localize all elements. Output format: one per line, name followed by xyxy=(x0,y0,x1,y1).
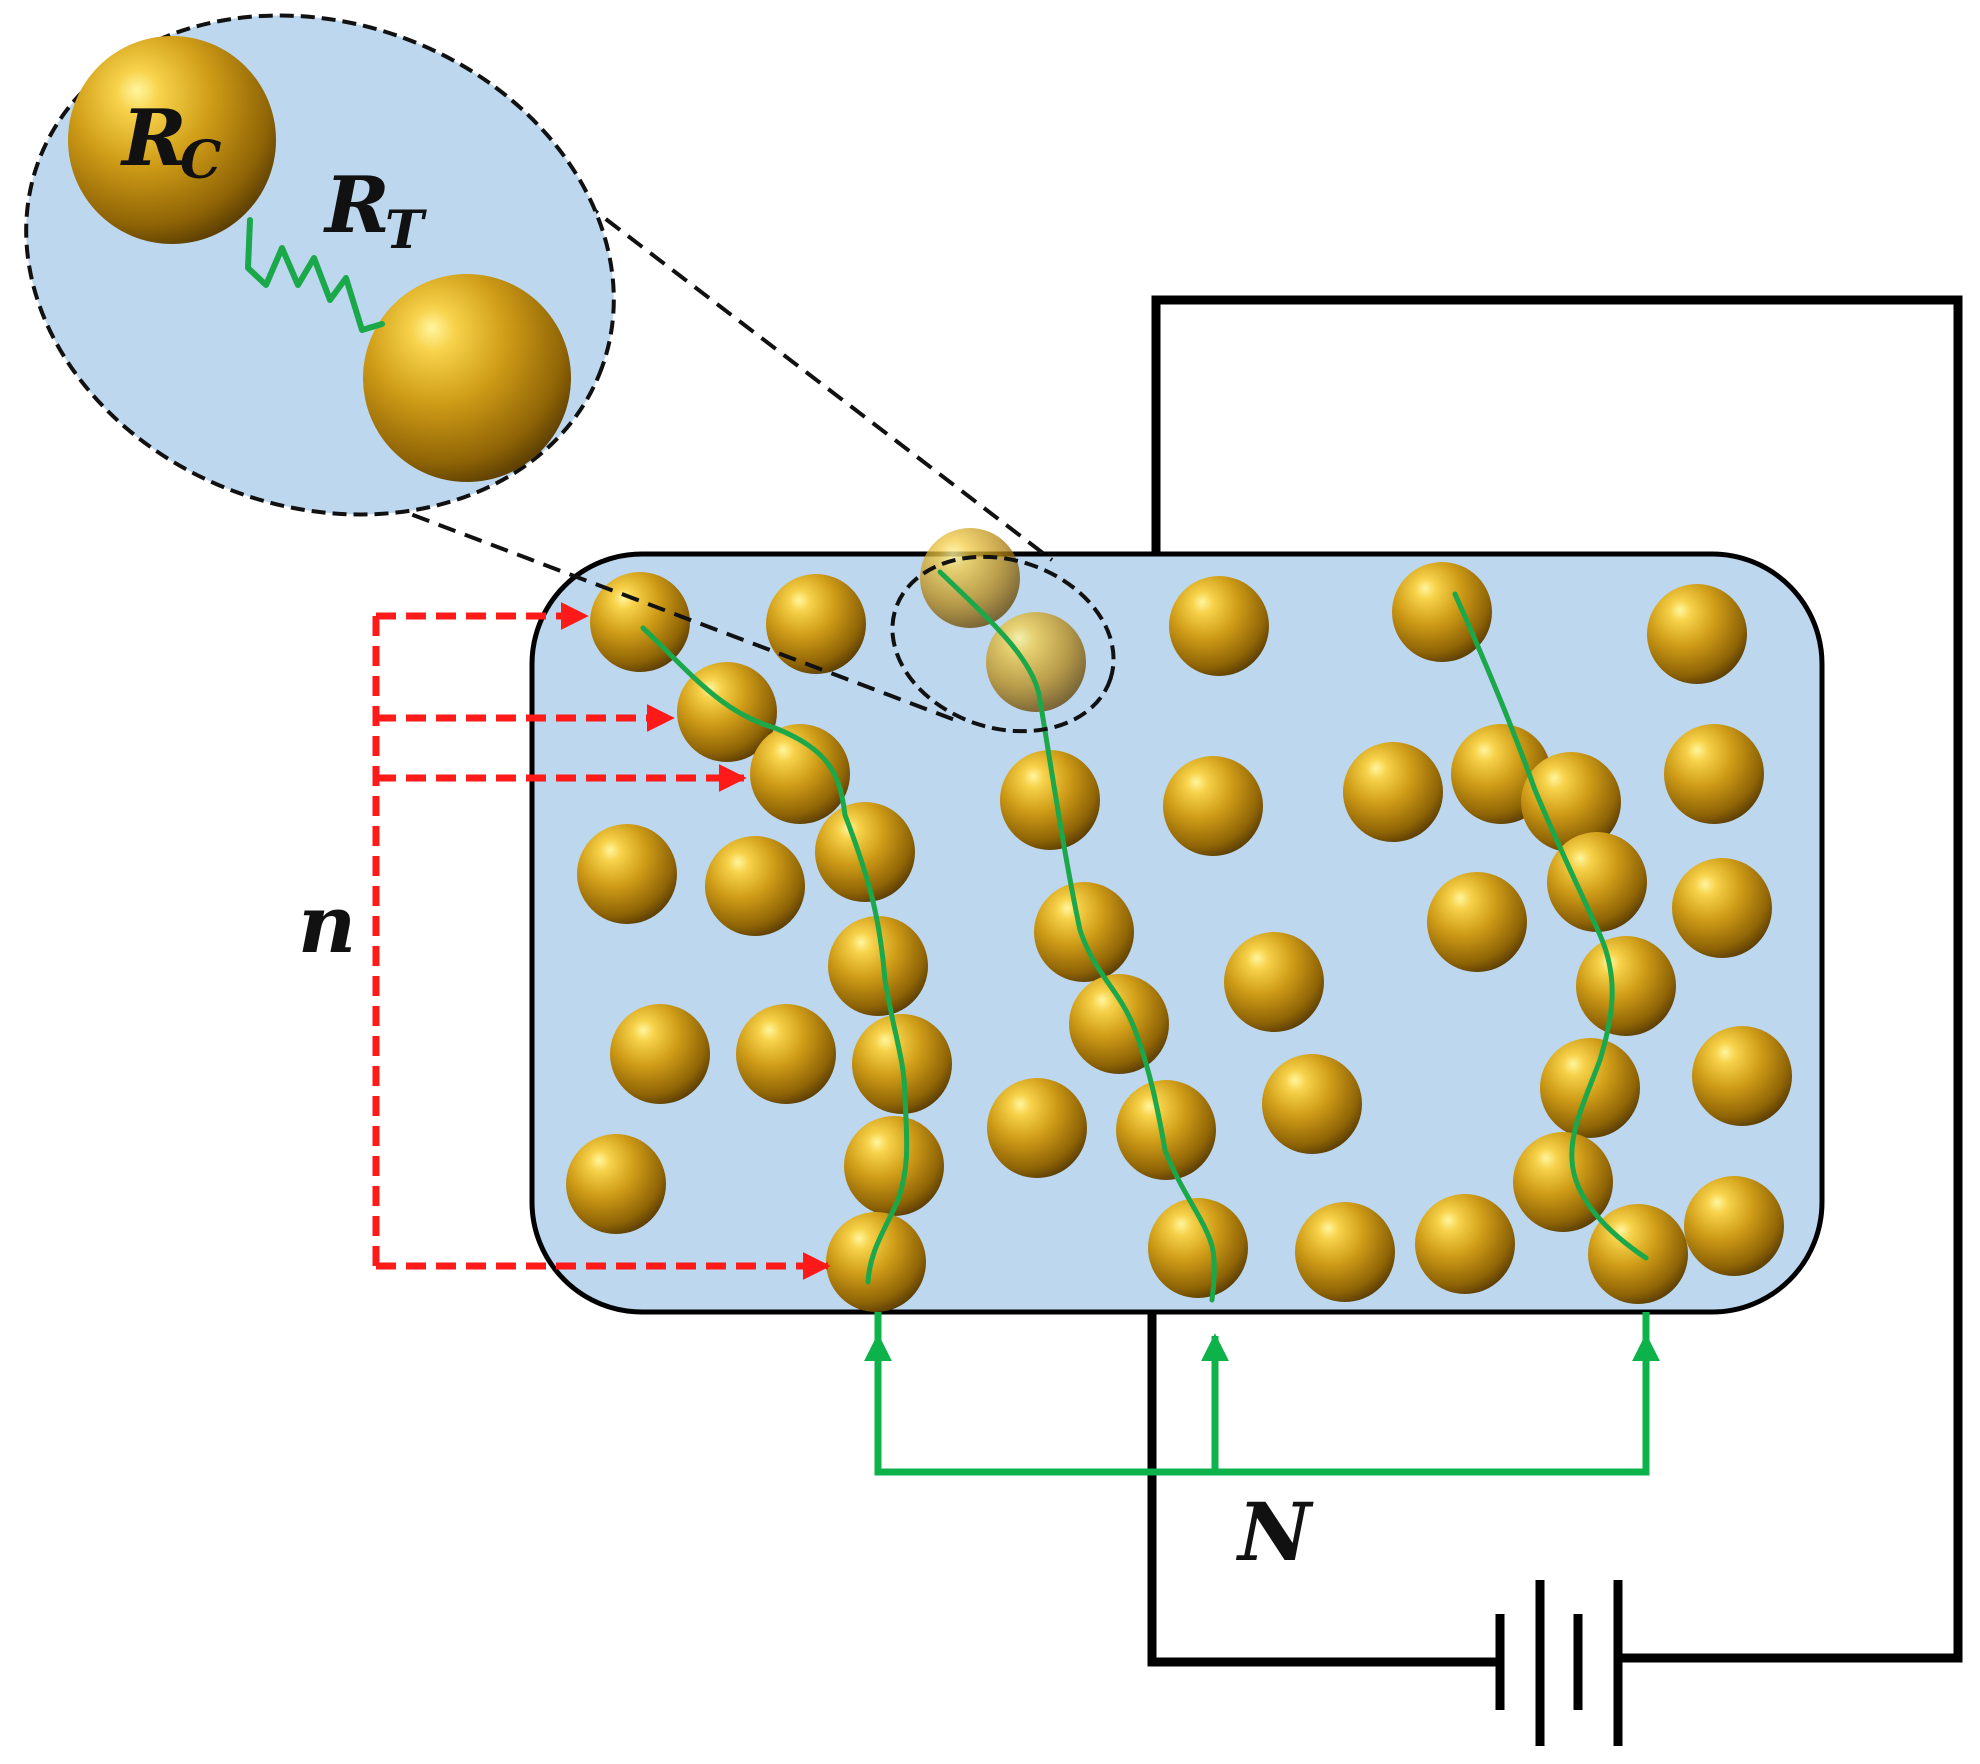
label-rc-main: R xyxy=(120,93,187,184)
label-rt-main: R xyxy=(323,160,390,251)
gold-sphere-icon xyxy=(68,36,276,244)
gold-sphere-icon xyxy=(1521,752,1621,852)
circuit-wire xyxy=(1151,295,1963,1663)
label-N: N xyxy=(1235,1485,1314,1579)
gold-sphere-icon xyxy=(826,1212,926,1312)
gold-sphere-icon xyxy=(1343,742,1443,842)
gold-sphere-icon xyxy=(828,916,928,1016)
gold-sphere-icon xyxy=(844,1116,944,1216)
gold-sphere-icon xyxy=(1692,1026,1792,1126)
label-rt: R T xyxy=(323,160,427,261)
gold-sphere-icon xyxy=(736,1004,836,1104)
gold-sphere-icon xyxy=(1576,936,1676,1036)
gold-sphere-icon xyxy=(1547,832,1647,932)
spring-resistor-icon xyxy=(245,217,385,333)
circuit-wire-bottom xyxy=(1147,1312,1500,1667)
gold-sphere-icon xyxy=(1034,882,1134,982)
label-rt-sub: T xyxy=(385,200,427,261)
battery-icon xyxy=(1495,1580,1623,1746)
gold-sphere-icon xyxy=(1169,576,1269,676)
gold-sphere-icon xyxy=(1672,858,1772,958)
gold-sphere-icon xyxy=(766,574,866,674)
gold-sphere-icon xyxy=(1415,1194,1515,1294)
gold-sphere-icon xyxy=(1116,1080,1216,1180)
N-arrows xyxy=(864,1312,1660,1476)
conduction-path-3 xyxy=(1452,591,1649,1261)
gold-sphere-icon xyxy=(986,612,1086,712)
label-rc: R C xyxy=(120,93,221,191)
gold-sphere-icon xyxy=(1163,756,1263,856)
n-arrows xyxy=(372,602,831,1280)
particles xyxy=(566,528,1792,1312)
gold-sphere-icon xyxy=(1069,974,1169,1074)
gold-sphere-icon xyxy=(1148,1198,1248,1298)
conduction-paths xyxy=(640,569,1649,1303)
gold-sphere-icon xyxy=(1647,584,1747,684)
gold-sphere-icon xyxy=(363,274,571,482)
gold-sphere-icon xyxy=(1000,750,1100,850)
gold-sphere-icon xyxy=(610,1004,710,1104)
gold-sphere-icon xyxy=(1392,562,1492,662)
gold-sphere-icon xyxy=(1262,1054,1362,1154)
gold-sphere-icon xyxy=(705,836,805,936)
gold-sphere-icon xyxy=(920,528,1020,628)
gold-sphere-icon xyxy=(815,802,915,902)
gold-sphere-icon xyxy=(1295,1202,1395,1302)
gold-sphere-icon xyxy=(577,824,677,924)
gold-sphere-icon xyxy=(750,724,850,824)
conduction-path-1 xyxy=(640,625,910,1285)
label-rc-sub: C xyxy=(180,130,221,191)
circuit xyxy=(1147,295,1963,1746)
conduction-path-2 xyxy=(937,569,1217,1303)
label-n: n xyxy=(298,877,356,971)
gold-sphere-icon xyxy=(987,1078,1087,1178)
gold-sphere-icon xyxy=(1224,932,1324,1032)
gold-sphere-icon xyxy=(1664,724,1764,824)
gold-sphere-icon xyxy=(566,1134,666,1234)
gold-sphere-icon xyxy=(1427,872,1527,972)
gold-sphere-icon xyxy=(1684,1176,1784,1276)
zoom-source-ellipse xyxy=(890,554,1116,734)
